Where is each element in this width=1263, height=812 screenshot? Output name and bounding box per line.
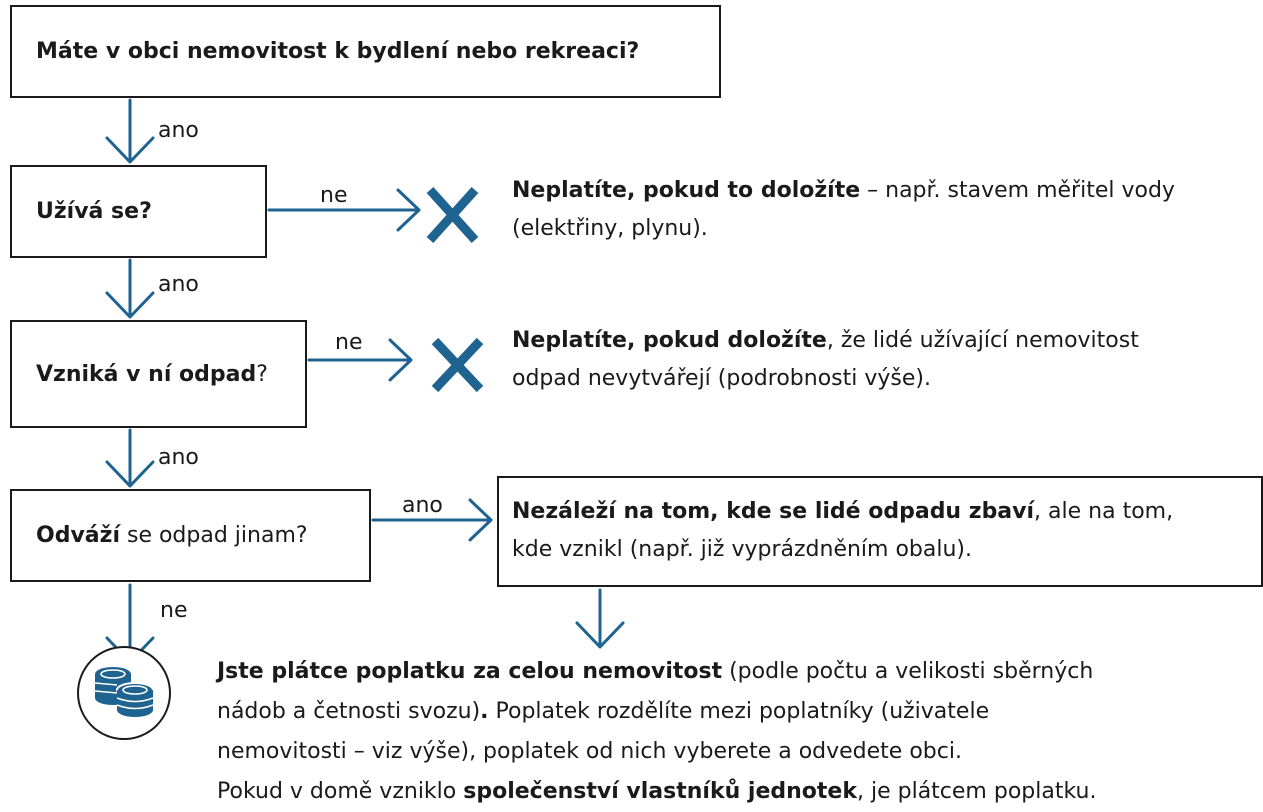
edge-label-no: ne — [160, 598, 188, 623]
note-box-waste-origin — [497, 476, 1263, 587]
edge-label-no: ne — [320, 183, 348, 208]
edge-label-yes: ano — [158, 272, 199, 297]
x-mark-icon — [426, 186, 479, 244]
note-payer: Jste plátce poplatku za celou nemovitost… — [217, 659, 1097, 804]
question-text: Máte v obci nemovitost k bydlení nebo re… — [36, 39, 640, 64]
note-no-waste: Neplatíte, pokud doložíte, že lidé užíva… — [512, 328, 1139, 391]
note-waste-origin: Nezáleží na tom, kde se lidé odpadu zbav… — [512, 499, 1174, 562]
edge-label-yes: ano — [158, 118, 199, 143]
coins-icon-circle — [77, 646, 171, 740]
coins-icon — [94, 667, 154, 717]
edge-label-yes: ano — [158, 445, 199, 470]
edge-label-yes: ano — [402, 493, 443, 518]
question-text: Užívá se? — [36, 199, 152, 224]
question-box-waste: Vzniká v ní odpad? — [10, 320, 307, 428]
note-not-used: Neplatíte, pokud to doložíte – např. sta… — [512, 178, 1175, 241]
x-mark-icon — [431, 337, 484, 393]
question-box-transport: Odváží se odpad jinam? — [10, 489, 371, 582]
question-text: Vzniká v ní odpad? — [36, 361, 268, 387]
question-text: Odváží se odpad jinam? — [36, 523, 308, 548]
edge-label-no: ne — [335, 330, 363, 355]
question-box-property: Máte v obci nemovitost k bydlení nebo re… — [10, 5, 721, 98]
question-box-used: Užívá se? — [10, 165, 267, 258]
